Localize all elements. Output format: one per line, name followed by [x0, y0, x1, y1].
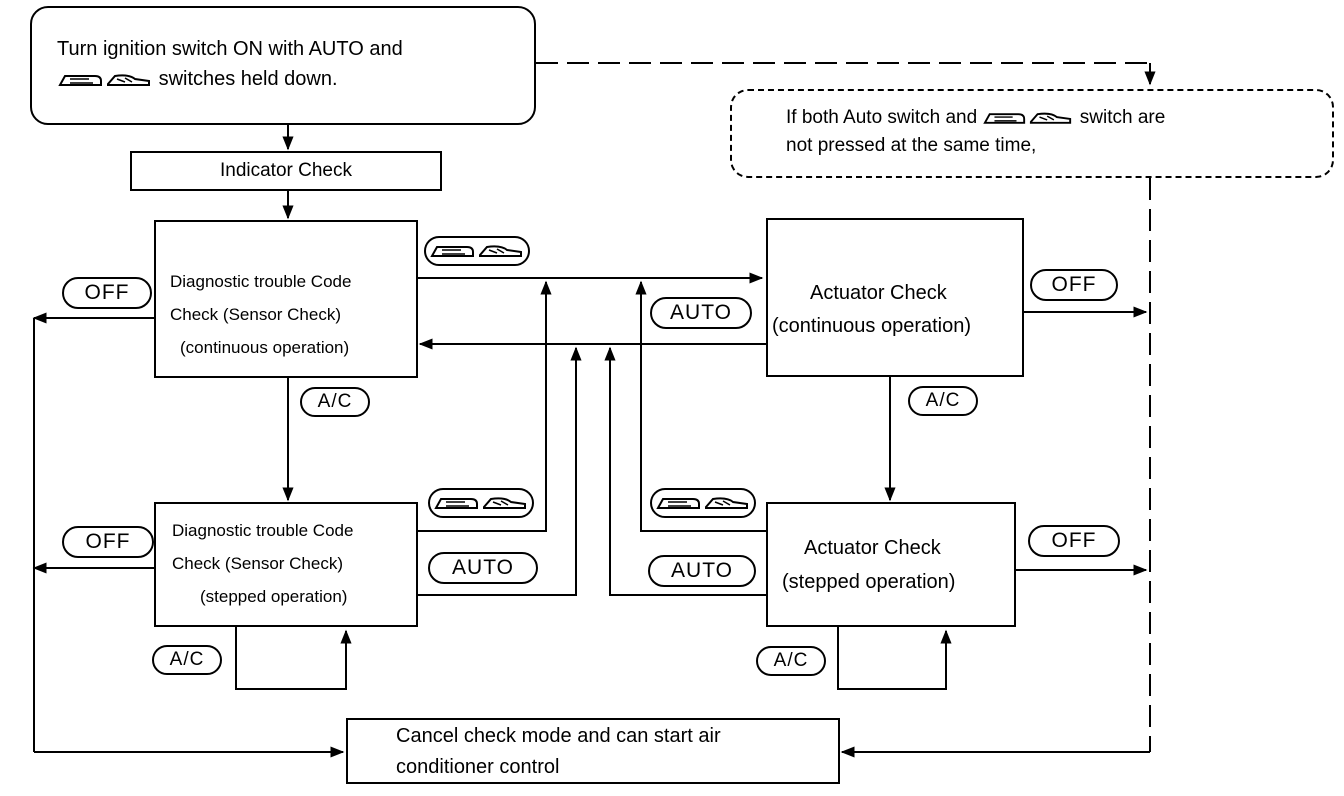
temperature-switch-icon	[983, 113, 1026, 124]
start-step-line2-row: switches held down.	[57, 68, 338, 91]
dtc-stepped-box: Diagnostic trouble Code Check (Sensor Ch…	[154, 502, 418, 627]
note-box: If both Auto switch and switch are not p…	[730, 89, 1334, 178]
actuator-continuous-box: Actuator Check (continuous operation)	[766, 218, 1024, 377]
off-switch-label-dtc-continuous: OFF	[62, 277, 152, 309]
dtc-continuous-line1: Diagnostic trouble Code	[170, 272, 352, 291]
indicator-check-box: Indicator Check	[130, 151, 442, 191]
cancel-check-box: Cancel check mode and can start air cond…	[346, 718, 840, 784]
cancel-line1: Cancel check mode and can start air	[396, 725, 721, 747]
dtc-continuous-line3: (continuous operation)	[180, 338, 350, 357]
start-step-line2: switches held down.	[158, 68, 338, 90]
temperature-switch-icon	[430, 246, 474, 257]
dtc-stepped-line3: (stepped operation)	[200, 587, 348, 606]
note-line1-b: switch are	[1079, 107, 1166, 128]
auto-switch-label-dtc-stepped: AUTO	[428, 552, 538, 584]
switch-icon-pill-dtc-stepped	[428, 488, 534, 518]
switch-icon-pill-actuator-stepped	[650, 488, 756, 518]
temperature-switch-icon	[434, 498, 478, 509]
ac-switch-label-dtc-continuous: A/C	[300, 387, 370, 417]
dtc-stepped-line2: Check (Sensor Check)	[172, 554, 344, 573]
off-switch-label-dtc-stepped: OFF	[62, 526, 154, 558]
fan-switch-icon	[705, 497, 748, 509]
actuator-stepped-line2: (stepped operation)	[782, 571, 956, 593]
actuator-continuous-line2: (continuous operation)	[772, 315, 972, 337]
note-line2: not pressed at the same time,	[786, 135, 1037, 156]
dtc-continuous-line2: Check (Sensor Check)	[170, 305, 342, 324]
note-line1-row: If both Auto switch and switch are	[786, 107, 1165, 129]
indicator-check-label: Indicator Check	[219, 160, 352, 181]
switch-icon-pill-dtc-continuous	[424, 236, 530, 266]
off-switch-label-actuator-continuous: OFF	[1030, 269, 1118, 301]
fan-switch-icon	[483, 497, 526, 509]
ac-switch-label-dtc-stepped: A/C	[152, 645, 222, 675]
ac-switch-label-actuator-continuous: A/C	[908, 386, 978, 416]
note-line1-a: If both Auto switch and	[786, 107, 978, 128]
temperature-switch-icon	[58, 74, 102, 86]
temperature-switch-icon	[656, 498, 700, 509]
ac-switch-label-actuator-stepped: A/C	[756, 646, 826, 676]
fan-switch-icon	[107, 74, 150, 86]
start-step-line1: Turn ignition switch ON with AUTO and	[57, 38, 403, 60]
fan-switch-icon	[1030, 112, 1072, 124]
actuator-stepped-box: Actuator Check (stepped operation)	[766, 502, 1016, 627]
auto-switch-label-actuator-stepped: AUTO	[648, 555, 756, 587]
fan-switch-icon	[479, 245, 522, 257]
start-step-box: Turn ignition switch ON with AUTO and sw…	[30, 6, 536, 125]
auto-switch-label-actuator-continuous: AUTO	[650, 297, 752, 329]
actuator-continuous-line1: Actuator Check	[810, 282, 947, 304]
dtc-continuous-box: Diagnostic trouble Code Check (Sensor Ch…	[154, 220, 418, 378]
cancel-line2: conditioner control	[396, 756, 560, 778]
off-switch-label-actuator-stepped: OFF	[1028, 525, 1120, 557]
actuator-stepped-line1: Actuator Check	[804, 537, 941, 559]
dtc-stepped-line1: Diagnostic trouble Code	[172, 521, 354, 540]
